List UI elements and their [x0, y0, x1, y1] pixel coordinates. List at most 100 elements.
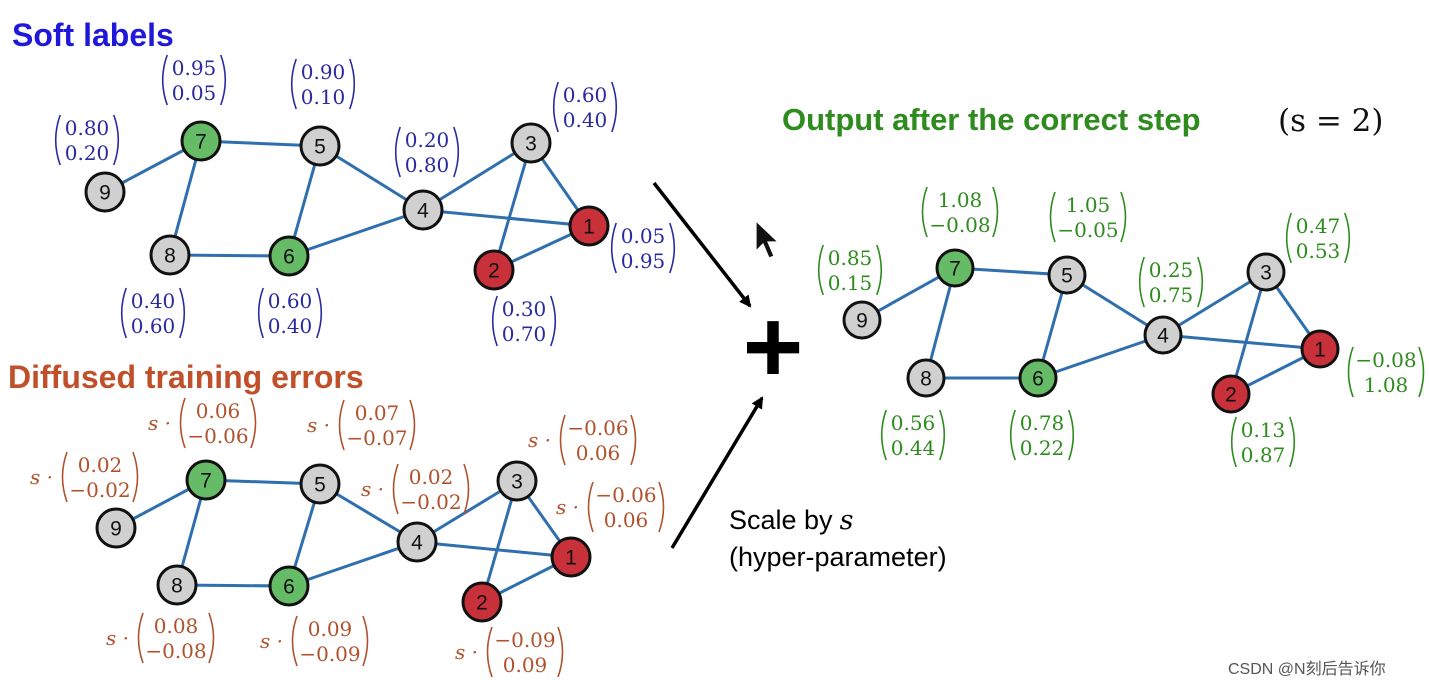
- node-label: 9: [110, 518, 122, 541]
- output-step-param: (s = 2): [1278, 103, 1384, 139]
- vector-node-9: 0.800.20: [54, 114, 120, 166]
- vector-bottom-value: 0.95: [621, 249, 666, 273]
- vector-top-value: 0.05: [621, 224, 666, 248]
- left-paren: [61, 451, 68, 503]
- vector-node-6: 0.780.22: [1009, 409, 1075, 461]
- edge-4-3: [1162, 270, 1267, 337]
- edge-6-4: [288, 540, 418, 588]
- right-paren: [992, 186, 999, 238]
- node-label: 6: [283, 246, 295, 269]
- vector-node-1: s ·−0.060.06: [556, 481, 665, 533]
- node-label: 5: [1061, 265, 1073, 288]
- node-8: 8: [156, 564, 198, 606]
- scale-note-var: s: [840, 505, 854, 536]
- edge-4-1: [1162, 333, 1321, 351]
- scale-prefix: s ·: [528, 428, 551, 452]
- left-paren: [817, 244, 824, 296]
- node-label: 8: [920, 368, 932, 391]
- left-paren: [161, 54, 168, 106]
- node-9: 9: [95, 507, 137, 549]
- node-circle: [299, 125, 341, 167]
- node-circle: [180, 120, 222, 162]
- left-paren: [179, 397, 186, 449]
- node-5: 5: [299, 463, 341, 505]
- vector-bottom-value: −0.06: [187, 424, 248, 448]
- node-circle: [1211, 374, 1251, 414]
- node-circle: [299, 463, 341, 505]
- edge-6-4: [1037, 333, 1164, 380]
- right-paren: [1068, 409, 1075, 461]
- node-6: 6: [268, 565, 310, 607]
- node-circle: [84, 171, 126, 213]
- right-paren: [611, 81, 618, 133]
- vector-top-value: 0.02: [78, 453, 123, 477]
- scale-prefix: s ·: [260, 629, 283, 653]
- node-label: 1: [1314, 339, 1326, 362]
- vector-node-3: 0.470.53: [1285, 212, 1351, 264]
- node-2: 2: [461, 581, 503, 623]
- scale-prefix: s ·: [307, 413, 330, 437]
- vector-top-value: 0.09: [308, 617, 353, 641]
- soft-labels-title: Soft labels: [12, 17, 174, 53]
- node-circle: [268, 565, 310, 607]
- vector-node-8: 0.560.44: [880, 409, 946, 461]
- vector-top-value: 1.05: [1066, 193, 1111, 217]
- left-paren: [1049, 191, 1056, 243]
- vector-node-1: −0.081.08: [1347, 346, 1425, 398]
- node-label: 4: [1157, 325, 1169, 348]
- arrow-diffused-to-plus: [670, 396, 764, 549]
- node-3: 3: [1246, 252, 1286, 292]
- vector-node-5: 1.05−0.05: [1049, 191, 1127, 243]
- node-circle: [1300, 329, 1340, 369]
- vector-top-value: 0.60: [268, 289, 313, 313]
- vector-bottom-value: 0.06: [604, 508, 649, 532]
- vector-bottom-value: 0.40: [563, 108, 608, 132]
- vector-top-value: 0.80: [65, 116, 110, 140]
- vector-top-value: 0.40: [131, 289, 176, 313]
- vector-top-value: 0.90: [301, 60, 346, 84]
- vector-node-6: 0.600.40: [257, 287, 323, 339]
- vector-top-value: −0.09: [494, 628, 555, 652]
- right-paren: [316, 287, 323, 339]
- node-5: 5: [1047, 255, 1087, 295]
- vector-node-7: 0.950.05: [161, 54, 227, 106]
- vector-bottom-value: 0.44: [891, 436, 936, 460]
- edge-4-1: [416, 540, 572, 559]
- vector-top-value: 0.95: [172, 56, 217, 80]
- vector-top-value: 0.06: [196, 399, 241, 423]
- vector-bottom-value: −0.02: [69, 478, 130, 502]
- node-label: 2: [1225, 384, 1237, 407]
- vector-bottom-value: 1.08: [1364, 373, 1409, 397]
- vector-node-3: s ·−0.060.06: [528, 414, 637, 466]
- node-circle: [1018, 358, 1058, 398]
- node-label: 9: [856, 310, 868, 333]
- node-label: 7: [195, 131, 207, 154]
- left-paren: [120, 287, 127, 339]
- node-7: 7: [185, 459, 227, 501]
- vector-node-4: 0.250.75: [1138, 256, 1204, 308]
- left-paren: [1347, 346, 1354, 398]
- node-3: 3: [510, 122, 552, 164]
- node-label: 1: [565, 547, 577, 570]
- left-paren: [392, 463, 399, 515]
- node-label: 5: [314, 474, 326, 497]
- node-circle: [1246, 252, 1286, 292]
- vector-top-value: 0.47: [1296, 214, 1341, 238]
- vector-bottom-value: −0.02: [400, 490, 461, 514]
- vector-bottom-value: −0.08: [929, 213, 990, 237]
- right-paren: [349, 58, 356, 110]
- left-paren: [880, 409, 887, 461]
- node-circle: [473, 249, 515, 291]
- left-paren: [559, 414, 566, 466]
- node-circle: [568, 205, 610, 247]
- plus-symbol: +: [743, 289, 804, 405]
- node-circle: [268, 235, 310, 277]
- scale-prefix: s ·: [30, 465, 53, 489]
- left-paren: [257, 287, 264, 339]
- vector-node-8: 0.400.60: [120, 287, 186, 339]
- vector-bottom-value: 0.87: [1241, 443, 1286, 467]
- node-8: 8: [906, 358, 946, 398]
- vector-node-9: 0.850.15: [817, 244, 883, 296]
